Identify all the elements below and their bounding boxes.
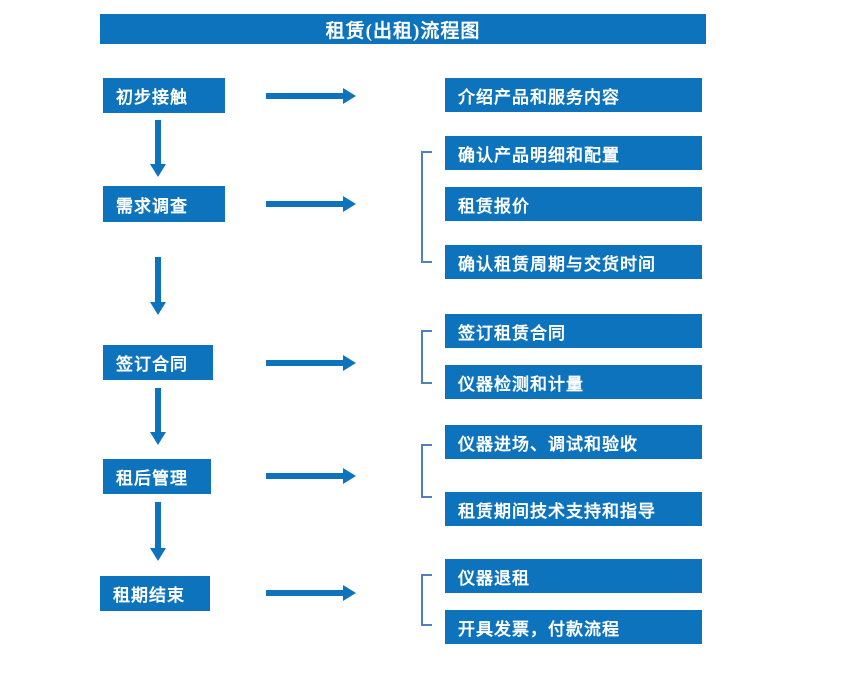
output-box-introduce-products: 介绍产品和服务内容 [445, 78, 702, 112]
arrow-right-icon [266, 88, 356, 104]
output-box-confirm-details: 确认产品明细和配置 [445, 136, 702, 170]
arrow-down-icon [150, 120, 166, 177]
output-box-sign-rental-contract: 签订租赁合同 [445, 314, 702, 348]
output-box-rental-quote: 租赁报价 [445, 187, 702, 221]
output-box-confirm-period: 确认租赁周期与交货时间 [445, 245, 702, 279]
group-bracket-icon [421, 574, 432, 626]
stage-box-initial-contact: 初步接触 [103, 78, 225, 113]
group-bracket-icon [421, 444, 432, 498]
arrow-right-icon [266, 355, 356, 371]
output-box-instrument-return: 仪器退租 [445, 559, 702, 593]
arrow-right-icon [266, 585, 356, 601]
arrow-down-icon [150, 502, 166, 561]
group-bracket-icon [421, 330, 432, 384]
output-box-instrument-entry: 仪器进场、调试和验收 [445, 425, 702, 459]
output-box-tech-support: 租赁期间技术支持和指导 [445, 492, 702, 526]
stage-box-rental-end: 租期结束 [100, 576, 210, 611]
flowchart-title: 租赁(出租)流程图 [100, 14, 706, 44]
output-box-invoice-payment: 开具发票，付款流程 [445, 610, 702, 644]
output-box-instrument-testing: 仪器检测和计量 [445, 365, 702, 399]
stage-box-sign-contract: 签订合同 [103, 345, 213, 380]
group-bracket-icon [421, 151, 432, 263]
stage-box-demand-survey: 需求调查 [103, 186, 225, 222]
arrow-down-icon [150, 257, 166, 315]
stage-box-post-rental-mgmt: 租后管理 [103, 459, 211, 494]
arrow-right-icon [266, 468, 356, 484]
arrow-down-icon [150, 388, 166, 445]
arrow-right-icon [266, 196, 356, 212]
